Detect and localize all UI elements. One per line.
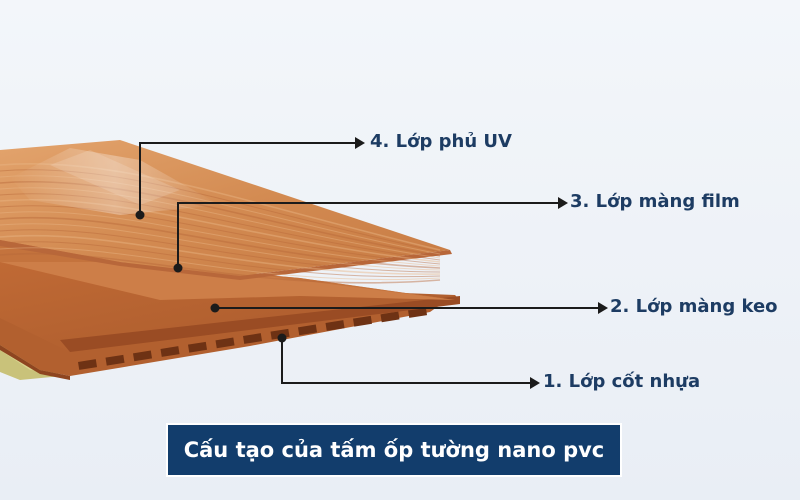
arrowhead-layer4 [355, 137, 365, 149]
core-cell [132, 350, 153, 362]
caption-text: Cấu tạo của tấm ốp tường nano pvc [183, 438, 605, 462]
core-cell [105, 354, 125, 366]
dot-layer3 [173, 263, 183, 273]
core-cell [353, 315, 373, 327]
arrowhead-layer3 [558, 197, 568, 209]
uv-coated-top-panel [0, 140, 452, 284]
arrowhead-layer1 [530, 377, 540, 389]
grain-line [0, 252, 441, 284]
core-cell [215, 337, 235, 349]
pointer-lines [139, 142, 598, 384]
label-layer3-film: 3. Lớp màng film [570, 191, 740, 212]
dot-layer2 [210, 303, 220, 313]
pointer-dots [135, 210, 287, 343]
core-cell [298, 324, 318, 336]
grain-line [0, 211, 441, 267]
grain-line [0, 223, 441, 271]
core-hollow-cells [78, 307, 428, 370]
core-cell [160, 346, 180, 357]
pointer-layer3 [177, 202, 558, 268]
grain-line [0, 216, 441, 269]
grain-line [0, 241, 441, 278]
pointer-layer4 [139, 142, 355, 215]
core-cell [188, 341, 208, 353]
core-cell [408, 307, 428, 318]
label-layer4-uv-coating: 4. Lớp phủ UV [370, 131, 512, 152]
grain-line [0, 234, 441, 275]
caption-banner: Cấu tạo của tấm ốp tường nano pvc [166, 423, 622, 477]
grain-line [0, 229, 441, 273]
core-cell [325, 320, 345, 331]
pointer-layer1 [281, 338, 530, 384]
label-layer2-glue: 2. Lớp màng keo [610, 296, 778, 317]
dot-layer4 [135, 210, 145, 220]
label-layer1-plastic-core: 1. Lớp cốt nhựa [543, 371, 701, 392]
grain-line [0, 205, 441, 265]
grain-line [0, 247, 441, 281]
core-cell [380, 311, 400, 323]
core-cell [242, 333, 263, 344]
dot-layer1 [277, 333, 287, 343]
pointer-arrowheads [355, 137, 608, 389]
arrowhead-layer2 [598, 302, 608, 314]
core-cell [78, 359, 98, 370]
